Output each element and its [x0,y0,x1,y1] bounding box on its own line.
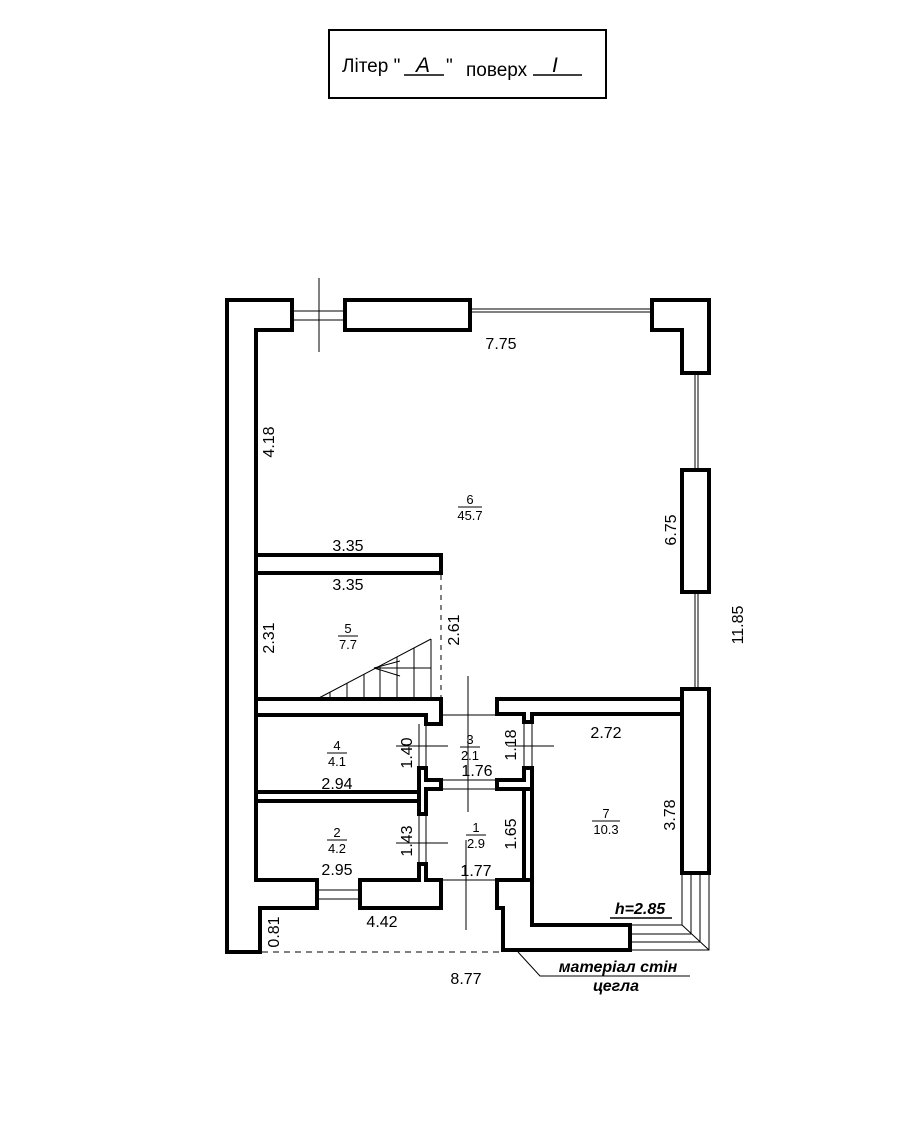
dim-overall-height: 11.85 [730,605,747,644]
dim-room1-width: 1.77 [460,863,491,880]
dim-room4-width: 2.94 [321,776,352,793]
svg-text:10.3: 10.3 [593,822,618,837]
dim-room7-height: 3.78 [662,799,679,830]
room-5-label: 57.7 [338,621,358,652]
dim-room2-width: 2.95 [321,862,352,879]
walls [225,298,711,954]
svg-text:7.7: 7.7 [339,637,357,652]
svg-text:45.7: 45.7 [457,508,482,523]
dim-room1-right: 1.65 [503,818,520,849]
dim-porch-width: 4.42 [366,914,397,931]
dim-partition-top: 3.35 [332,538,363,555]
svg-text:1: 1 [472,820,479,835]
room-6-label: 645.7 [457,492,482,523]
title-box: Літер " A " поверх I [328,29,607,99]
room-1-label: 12.9 [466,820,486,851]
svg-text:4.2: 4.2 [328,841,346,856]
dim-room3-right: 1.18 [503,729,520,760]
porch-steps [630,873,710,951]
room-4-label: 44.1 [327,738,347,769]
dim-partition-bottom: 3.35 [332,577,363,594]
dim-room5-height: 2.31 [261,622,278,653]
wall-material-value: цегла [593,978,639,995]
liter-value: A [414,54,430,77]
dim-room1-left: 1.43 [399,825,416,856]
svg-text:4.1: 4.1 [328,754,346,769]
dim-porch-depth: 0.81 [266,916,283,947]
dim-left-upper: 4.18 [261,426,278,457]
svg-text:3: 3 [466,732,473,747]
liter-close: " [446,56,453,77]
svg-text:2: 2 [333,825,340,840]
room-2-label: 24.2 [327,825,347,856]
svg-text:7: 7 [602,806,609,821]
ceiling-height: h=2.85 [615,901,666,918]
dim-overall-width: 8.77 [450,971,481,988]
wall-material-label: матеріал стін [559,959,678,976]
svg-text:6: 6 [466,492,473,507]
room-labels: 645.7 57.7 44.1 32.1 24.2 12.9 710.3 [327,492,620,856]
dim-stair-opening: 2.61 [446,614,463,645]
room-3-label: 32.1 [460,732,480,763]
liter-label: Літер " [342,56,400,77]
dimensions: 7.75 4.18 3.35 3.35 6.75 11.85 2.31 2.61… [261,336,747,988]
floor-label: поверх [466,60,528,81]
floor-value: I [552,54,558,77]
dim-room3-height: 1.40 [399,737,416,768]
stair [316,638,432,700]
dim-room7-width: 2.72 [590,725,621,742]
dim-right-upper: 6.75 [663,514,680,545]
room-7-label: 710.3 [592,806,620,837]
svg-text:4: 4 [333,738,340,753]
svg-text:2.9: 2.9 [467,836,485,851]
dim-room3-width: 1.76 [461,763,492,780]
dim-top-width: 7.75 [485,336,516,353]
svg-text:2.1: 2.1 [461,748,479,763]
svg-text:5: 5 [344,621,351,636]
wall-material: матеріал стін цегла [517,951,690,995]
